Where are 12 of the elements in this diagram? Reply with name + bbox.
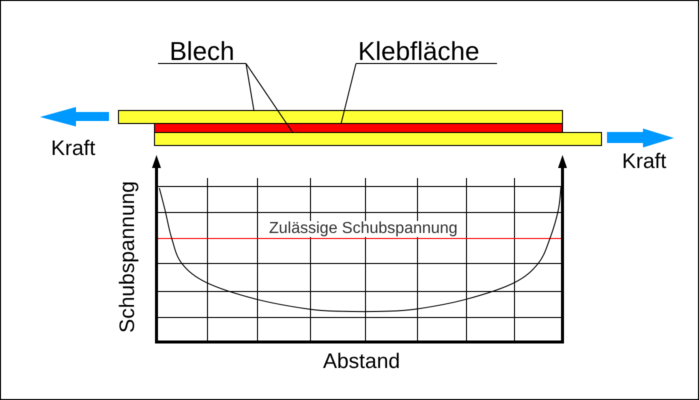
leader-line [246,63,254,112]
sheet-metal-strip [154,132,602,146]
sheet-metal-strip [118,110,563,124]
part-label: Blech [158,39,246,64]
axis-title: Abstand [323,351,400,372]
adhesive-layer [154,123,563,133]
line-label: Zulässige Schubspannung [269,221,458,237]
force-label: Kraft [622,151,666,172]
leader-line [246,63,294,134]
part-label: Klebfläche [356,39,497,64]
axis-title: Schubspannung [117,181,138,333]
force-label: Kraft [51,138,96,159]
